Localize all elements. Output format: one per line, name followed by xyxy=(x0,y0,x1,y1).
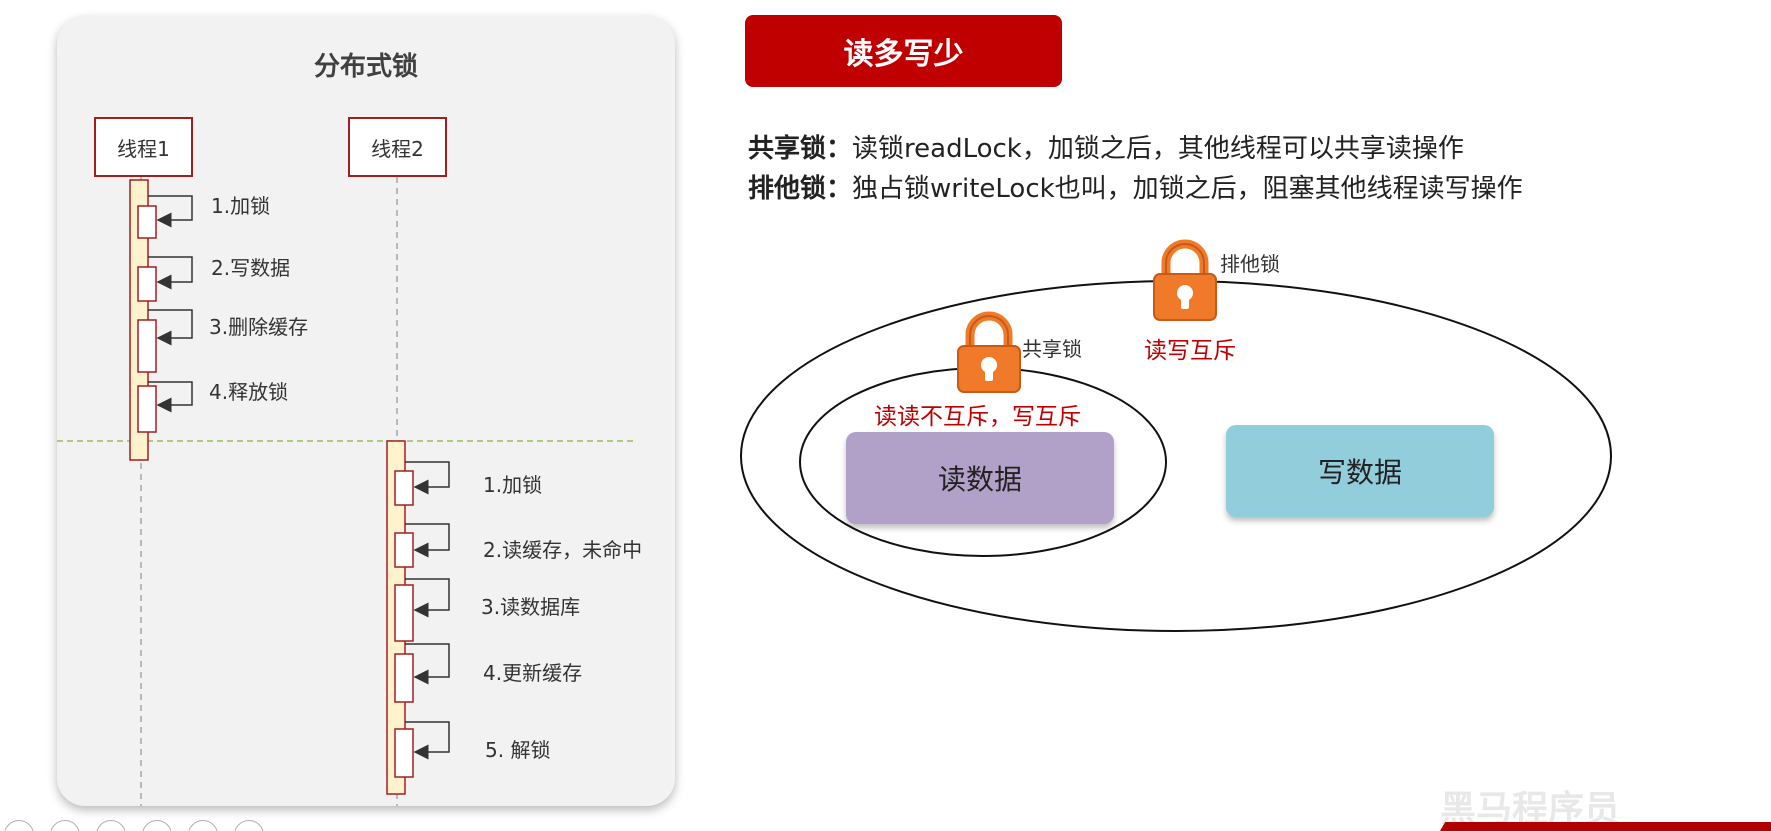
thread1-step-label: 1.加锁 xyxy=(211,194,271,218)
exclusive-lock-icon xyxy=(1153,239,1217,321)
sequence-panel: 分布式锁 xyxy=(57,16,675,806)
thread2-exec-box xyxy=(394,470,414,506)
shared-lock-term: 共享锁： xyxy=(748,134,853,164)
thread1-exec-box xyxy=(137,319,157,373)
exclusive-lock-term: 排他锁： xyxy=(748,174,853,204)
slide-dot[interactable] xyxy=(188,820,218,831)
exclusive-rule-note: 读写互斥 xyxy=(1144,338,1236,364)
thread1-step-label: 4.释放锁 xyxy=(209,380,289,404)
shared-lock-description: 共享锁：读锁readLock，加锁之后，其他线程可以共享读操作 xyxy=(748,128,1464,165)
write-data-box: 写数据 xyxy=(1226,425,1494,517)
thread2-exec-box xyxy=(394,584,414,642)
topic-banner: 读多写少 xyxy=(745,15,1062,87)
thread1-call-arrow xyxy=(148,309,193,346)
thread2-exec-box xyxy=(394,653,414,703)
slide-dot[interactable] xyxy=(50,820,80,831)
thread2-call-arrow xyxy=(405,578,450,618)
thread2-exec-box xyxy=(394,532,414,568)
shared-rule-note: 读读不互斥，写互斥 xyxy=(874,404,1081,430)
thread1-step-label: 3.删除缓存 xyxy=(209,315,309,339)
thread1-call-arrow xyxy=(148,381,193,413)
exclusive-lock-caption: 排他锁 xyxy=(1220,252,1280,276)
thread1-call-arrow xyxy=(148,256,193,290)
thread2-step-label: 1.加锁 xyxy=(483,473,543,497)
exclusive-lock-description: 排他锁：独占锁writeLock也叫，加锁之后，阻塞其他线程读写操作 xyxy=(748,168,1523,205)
slide-dot[interactable] xyxy=(4,820,34,831)
exclusive-lock-text: 独占锁writeLock也叫，加锁之后，阻塞其他线程读写操作 xyxy=(852,174,1523,204)
thread2-call-arrow xyxy=(405,523,450,558)
slide-dot[interactable] xyxy=(96,820,126,831)
shared-lock-caption: 共享锁 xyxy=(1022,337,1082,361)
shared-lock-icon xyxy=(957,311,1021,393)
read-data-box: 读数据 xyxy=(846,432,1114,524)
thread2-call-arrow xyxy=(405,643,450,685)
thread1-call-arrow xyxy=(148,195,193,228)
sequence-diagram xyxy=(57,177,637,806)
sequence-title: 分布式锁 xyxy=(313,52,418,82)
thread1-header: 线程1 xyxy=(94,117,193,177)
thread1-step-label: 2.写数据 xyxy=(211,256,291,280)
thread2-step-label: 2.读缓存，未命中 xyxy=(483,538,643,562)
thread2-step-label: 5. 解锁 xyxy=(485,738,551,762)
corner-accent-bar xyxy=(1440,822,1771,831)
thread1-exec-box xyxy=(137,266,157,302)
thread2-call-arrow xyxy=(405,461,450,495)
thread1-exec-box xyxy=(137,205,157,239)
thread2-header: 线程2 xyxy=(348,117,447,177)
slide-dot[interactable] xyxy=(142,820,172,831)
thread2-step-label: 4.更新缓存 xyxy=(483,661,583,685)
thread2-exec-box xyxy=(394,728,414,778)
slide-dot[interactable] xyxy=(234,820,264,831)
thread1-exec-box xyxy=(137,385,157,433)
thread2-call-arrow xyxy=(405,721,450,760)
thread2-step-label: 3.读数据库 xyxy=(481,595,581,619)
shared-lock-text: 读锁readLock，加锁之后，其他线程可以共享读操作 xyxy=(852,134,1464,164)
